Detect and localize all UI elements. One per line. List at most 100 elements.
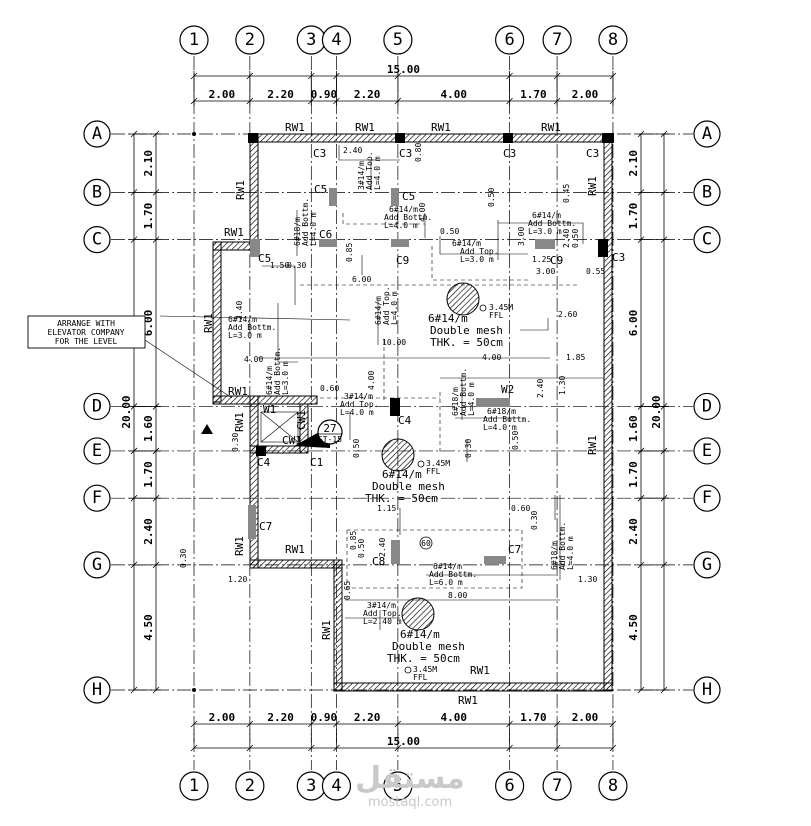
rebar-text: L=3.0 m bbox=[228, 331, 262, 340]
dim-text: 3.00 bbox=[536, 267, 555, 276]
rebar-text: Add Bottm. bbox=[459, 368, 468, 416]
dim-text: 8.00 bbox=[448, 591, 467, 600]
level-label: 3.45M bbox=[489, 303, 513, 312]
dim-text: 0.50 bbox=[352, 439, 361, 458]
rebar-text: Add Bottm. bbox=[483, 415, 531, 424]
dim-text: 0.80 bbox=[414, 143, 423, 162]
dim-text: 1.85 bbox=[566, 353, 585, 362]
dim-text: 4.00 bbox=[418, 203, 427, 222]
rebar-text: 6#18/m bbox=[487, 407, 516, 416]
rebar-text: L=3.0 m bbox=[460, 255, 494, 264]
wall-label: RW1 bbox=[224, 226, 244, 239]
grid-bubble-F bbox=[693, 484, 721, 512]
wall-label-w2: W2 bbox=[501, 383, 514, 396]
mesh-circle-3 bbox=[401, 597, 435, 631]
column-label: C3 bbox=[313, 147, 326, 160]
grid-bubble-H bbox=[693, 676, 721, 704]
dim-span: 1.70 bbox=[627, 461, 640, 488]
dim-span: 1.60 bbox=[627, 415, 640, 442]
grid-bubble-A bbox=[83, 120, 111, 148]
column-label: C8 bbox=[372, 555, 385, 568]
dim-text: 2.40 bbox=[343, 146, 362, 155]
dim-span: 1.70 bbox=[520, 711, 547, 724]
rebar-text: L=4.0 m bbox=[390, 291, 399, 325]
dim-text: 0.60 bbox=[511, 504, 530, 513]
dim-span: 1.70 bbox=[627, 203, 640, 230]
column-label: C5 bbox=[258, 252, 271, 265]
mesh-circle-1 bbox=[446, 282, 480, 316]
wall-label: RW1 bbox=[233, 412, 246, 432]
column-c9-c5 bbox=[391, 239, 409, 247]
column-c8 bbox=[391, 540, 400, 564]
rebar-text: 3#14/m bbox=[344, 392, 373, 401]
wall-label: RW1 bbox=[320, 620, 333, 640]
dim-text: 0.50 bbox=[487, 188, 496, 207]
column-c9-c7 bbox=[535, 239, 555, 249]
column-label: C1 bbox=[310, 456, 323, 469]
grid-bubble-A bbox=[693, 120, 721, 148]
rebar-text: 6#18/m bbox=[293, 217, 302, 246]
column-label: C3 bbox=[399, 147, 412, 160]
grid-bubble-label: H bbox=[702, 680, 712, 700]
note-line: FOR THE LEVEL bbox=[55, 337, 118, 346]
rebar-text: Add Top. bbox=[365, 151, 374, 190]
wall-label: RW1 bbox=[355, 121, 375, 134]
dim-span: 4.00 bbox=[440, 88, 467, 101]
dim-span: 2.40 bbox=[142, 518, 155, 545]
wall-label: RW1 bbox=[586, 435, 599, 455]
grid-bubble-C bbox=[83, 226, 111, 254]
grid-bubble-E bbox=[693, 437, 721, 465]
rebar-text: Add Bottm. bbox=[558, 522, 567, 570]
grid-bubble-label: D bbox=[92, 396, 102, 416]
grid-bubble-label: 8 bbox=[608, 776, 618, 796]
grid-bubble-8 bbox=[598, 771, 628, 801]
level-label: 3.45M bbox=[426, 459, 450, 468]
dim-span: 2.20 bbox=[267, 711, 294, 724]
dim-text: 4.00 bbox=[367, 371, 376, 390]
dim-text: 0.55 bbox=[586, 267, 605, 276]
watermark-url: mostaql.com bbox=[368, 795, 452, 810]
dim-text: 1.30 bbox=[578, 575, 597, 584]
dim-text: 1.50 bbox=[270, 261, 289, 270]
grid-bubble-label: 3 bbox=[306, 30, 316, 50]
grid-bubble-label: E bbox=[92, 441, 102, 461]
rebar-text: L=4.0 m bbox=[384, 221, 418, 230]
rebar-text: L=4.0 m bbox=[340, 408, 374, 417]
section-marker bbox=[201, 419, 343, 448]
mesh-label: Double mesh bbox=[372, 480, 445, 493]
rebar-text: L=3.0 m bbox=[281, 361, 290, 395]
rebar-text: Add Top. bbox=[460, 247, 499, 256]
note-box bbox=[27, 315, 146, 349]
level-markers bbox=[404, 304, 487, 674]
dim-text: 0.30 bbox=[464, 439, 473, 458]
dim-span: 1.70 bbox=[520, 88, 547, 101]
note-line: ELEVATOR COMPANY bbox=[47, 328, 124, 337]
dim-span: 4.50 bbox=[142, 614, 155, 641]
rebar-text: Add Bottm. bbox=[384, 213, 432, 222]
dim-span: 2.20 bbox=[354, 88, 381, 101]
watermark: مستقل mostaql.com bbox=[355, 761, 465, 810]
dim-total: 15.00 bbox=[387, 735, 420, 748]
dim-span: 1.70 bbox=[142, 203, 155, 230]
wall-label: RW1 bbox=[586, 176, 599, 196]
column-label: C3 bbox=[612, 251, 625, 264]
dim-span: 2.40 bbox=[627, 518, 640, 545]
grid-bubble-label: D bbox=[702, 396, 712, 416]
dim-span: 2.00 bbox=[572, 88, 599, 101]
grid-bubble-label: 8 bbox=[608, 30, 618, 50]
level-sub: FFL bbox=[413, 673, 428, 682]
column-c3-a8 bbox=[602, 133, 614, 143]
wall-label-cw1: CW1 bbox=[282, 434, 302, 447]
dim-span: 2.00 bbox=[209, 88, 236, 101]
rebar-text: L=3.0 m bbox=[528, 227, 562, 236]
grid-bubble-label: H bbox=[92, 680, 102, 700]
grid-bubble-1 bbox=[179, 25, 209, 55]
dim-text: 0.85 bbox=[345, 243, 354, 262]
dim-text: 0.45 bbox=[562, 184, 571, 203]
grid-bubble-7 bbox=[542, 771, 572, 801]
column-c5-b5 bbox=[391, 188, 399, 206]
grid-bubble-label: A bbox=[92, 124, 102, 144]
